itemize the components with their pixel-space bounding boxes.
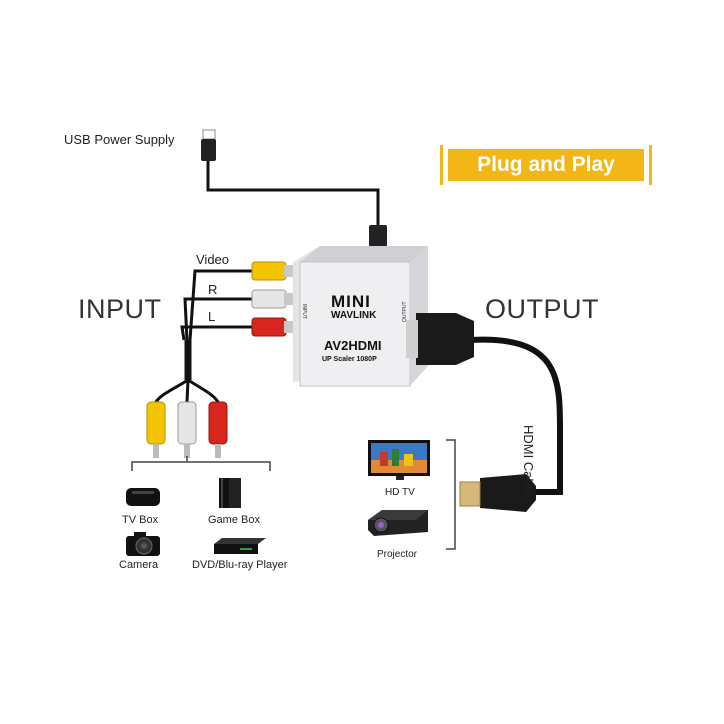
projector-icon: [368, 510, 428, 536]
plug-and-play-banner: Plug and Play: [440, 145, 652, 185]
source-label-camera: Camera: [119, 559, 159, 571]
converter-box: [293, 246, 428, 387]
hdmi-cable: [406, 313, 563, 512]
device-brand-top: MINI: [331, 292, 371, 311]
banner-text: Plug and Play: [477, 153, 615, 176]
dvd-player-icon: [214, 538, 266, 554]
usb-power-cable: [201, 129, 387, 264]
input-label: INPUT: [78, 294, 162, 324]
output-label-hdtv: HD TV: [385, 487, 415, 498]
hdmi-cable-label: HDMI Cable: [521, 425, 536, 496]
output-label: OUTPUT: [485, 294, 599, 324]
device-subtitle: UP Scaler 1080P: [322, 356, 377, 363]
left-audio-label: L: [208, 309, 216, 324]
tv-box-icon: [126, 488, 160, 506]
device-port-input: INPUT: [301, 304, 307, 319]
device-brand: WAVLINK: [331, 310, 377, 321]
game-console-icon: [219, 478, 241, 508]
source-label-game-box: Game Box: [208, 514, 260, 526]
right-audio-label: R: [208, 282, 218, 297]
device-port-output: OUTPUT: [402, 301, 408, 322]
usb-power-label: USB Power Supply: [64, 132, 175, 147]
output-label-projector: Projector: [377, 549, 418, 560]
source-label-dvd: DVD/Blu-ray Player: [192, 559, 288, 571]
video-label: Video: [196, 252, 230, 267]
source-label-tv-box: TV Box: [122, 514, 159, 526]
device-model: AV2HDMI: [324, 338, 382, 353]
rca-cables: [146, 261, 294, 458]
camera-icon: [126, 532, 160, 556]
tv-icon: [368, 440, 430, 480]
